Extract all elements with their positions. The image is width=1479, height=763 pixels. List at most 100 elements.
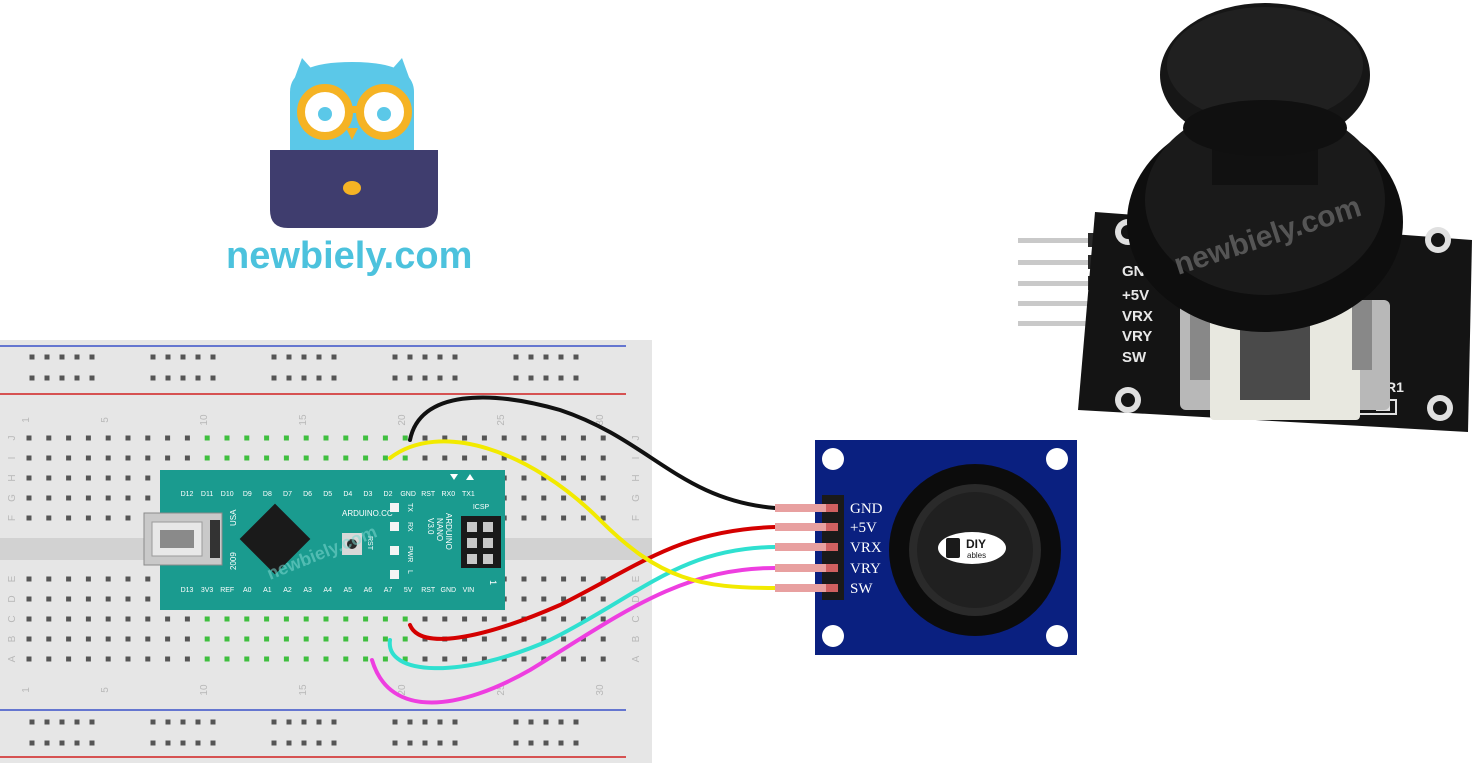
rail-hole: [210, 354, 216, 360]
icsp-pin: [483, 538, 493, 548]
rail-hole: [180, 740, 186, 746]
rail-hole: [407, 354, 413, 360]
terminal-hole: [145, 475, 151, 481]
terminal-hole: [283, 455, 289, 461]
row-letter: G: [631, 494, 642, 502]
rail-hole: [59, 740, 65, 746]
module-pins: [775, 504, 838, 592]
rail-hole: [528, 354, 534, 360]
rail-hole: [150, 740, 156, 746]
nano-model-label: ARDUINO NANO V3.0: [426, 513, 453, 550]
terminal-hole: [600, 636, 606, 642]
rail-hole: [89, 719, 95, 725]
rail-hole: [528, 375, 534, 381]
photo-pin: [1018, 238, 1118, 243]
nano-model-line: V3.0: [426, 518, 435, 535]
terminal-hole: [580, 475, 586, 481]
terminal-hole: [561, 636, 567, 642]
terminal-hole: [85, 596, 91, 602]
terminal-hole: [580, 596, 586, 602]
terminal-hole: [46, 616, 52, 622]
terminal-hole: [501, 435, 507, 441]
terminal-hole: [105, 576, 111, 582]
terminal-hole: [244, 616, 250, 622]
rail-hole: [573, 740, 579, 746]
nano-pin-label: D6: [303, 491, 312, 498]
terminal-hole: [580, 435, 586, 441]
terminal-hole: [145, 455, 151, 461]
row-letter: A: [7, 655, 18, 662]
nano-pin-label: D3: [363, 491, 372, 498]
row-letter: H: [631, 474, 642, 481]
terminal-hole: [541, 475, 547, 481]
rail-hole: [74, 719, 80, 725]
terminal-hole: [382, 455, 388, 461]
column-number: 5: [100, 417, 111, 423]
photo-pin: [1018, 321, 1118, 326]
terminal-hole: [125, 596, 131, 602]
terminal-hole: [165, 435, 171, 441]
rail-hole: [44, 719, 50, 725]
diyables-logo-icon: [946, 538, 960, 558]
rail-hole: [422, 354, 428, 360]
rail-hole: [422, 719, 428, 725]
terminal-hole: [66, 656, 72, 662]
terminal-hole: [46, 636, 52, 642]
terminal-hole: [541, 495, 547, 501]
terminal-hole: [26, 656, 32, 662]
terminal-hole: [85, 576, 91, 582]
nano-pin-label: D2: [384, 491, 393, 498]
rail-hole: [316, 354, 322, 360]
terminal-hole: [125, 435, 131, 441]
rail-hole: [271, 719, 277, 725]
column-number: 5: [100, 687, 111, 693]
rail-hole: [44, 740, 50, 746]
wire-vry: [370, 566, 777, 705]
terminal-hole: [561, 455, 567, 461]
rail-hole: [150, 375, 156, 381]
nano-model-line: ARDUINO: [444, 513, 453, 550]
nano-pin-label: A7: [384, 587, 393, 594]
terminal-hole: [462, 636, 468, 642]
terminal-hole: [145, 495, 151, 501]
column-number: 30: [595, 684, 606, 696]
owl-glasses-bridge: [345, 106, 364, 113]
rail-hole: [316, 375, 322, 381]
nano-usa-label: USA: [229, 509, 238, 526]
terminal-hole: [165, 616, 171, 622]
module-pin-label: VRY: [850, 561, 881, 577]
rail-hole: [558, 740, 564, 746]
rail-hole: [331, 375, 337, 381]
terminal-hole: [224, 435, 230, 441]
rail-hole: [331, 354, 337, 360]
rail-hole: [210, 375, 216, 381]
rail-hole: [437, 354, 443, 360]
rail-hole: [180, 375, 186, 381]
nano-pin-label: D10: [221, 491, 234, 498]
module-pin-label: GND: [850, 501, 883, 517]
rail-hole: [392, 740, 398, 746]
rail-hole: [513, 740, 519, 746]
terminal-hole: [125, 515, 131, 521]
rail-hole: [271, 375, 277, 381]
newbiely-logo: newbiely.com: [226, 58, 472, 277]
terminal-hole: [323, 656, 329, 662]
rail-hole: [180, 719, 186, 725]
nano-pin-label: D13: [181, 587, 194, 594]
terminal-hole: [244, 636, 250, 642]
terminal-hole: [85, 435, 91, 441]
terminal-hole: [561, 596, 567, 602]
terminal-hole: [145, 656, 151, 662]
terminal-hole: [204, 636, 210, 642]
photo-resistor-label: R1: [1386, 379, 1404, 395]
terminal-hole: [363, 656, 369, 662]
rail-holes: [29, 354, 579, 746]
terminal-hole: [105, 596, 111, 602]
wire-vrx: [387, 545, 777, 671]
terminal-hole: [66, 515, 72, 521]
terminal-hole: [600, 616, 606, 622]
terminal-hole: [442, 616, 448, 622]
